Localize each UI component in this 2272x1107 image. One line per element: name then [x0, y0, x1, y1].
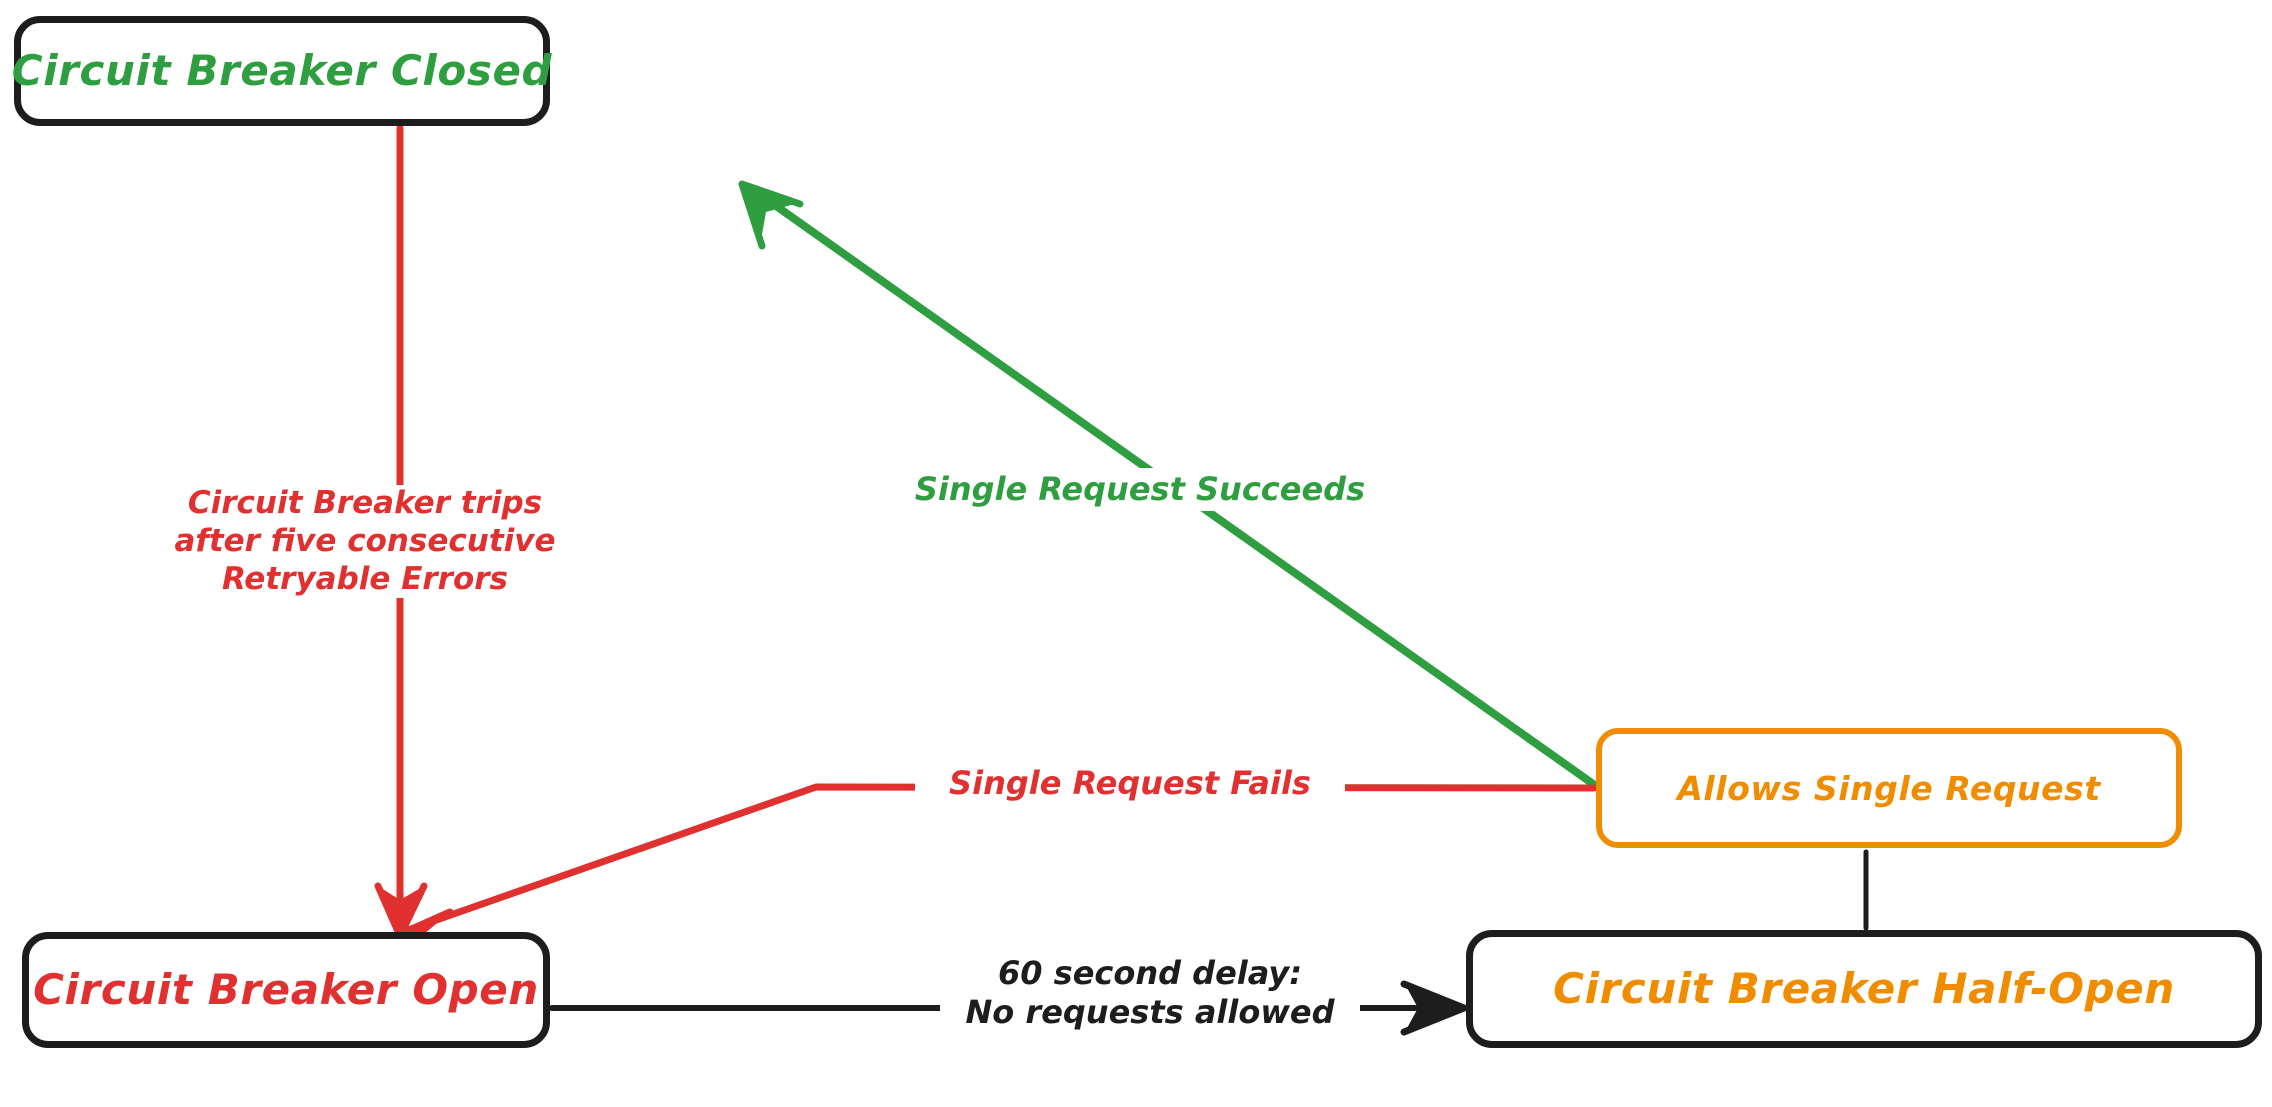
edge-allows-to-open	[392, 783, 1598, 966]
node-allows-single-request[interactable]: Allows Single Request	[1596, 728, 2182, 848]
node-circuit-breaker-half-open[interactable]: Circuit Breaker Half-Open	[1466, 930, 2262, 1048]
edge-closed-to-open	[374, 124, 428, 940]
node-circuit-breaker-closed[interactable]: Circuit Breaker Closed	[11, 16, 553, 126]
edge-open-to-half-open	[549, 980, 1468, 1036]
node-circuit-breaker-open[interactable]: Circuit Breaker Open	[22, 932, 550, 1048]
node-label-half-open: Circuit Breaker Half-Open	[1553, 964, 2175, 1013]
node-label-open: Circuit Breaker Open	[33, 965, 539, 1014]
edge-allows-to-closed	[738, 180, 1600, 790]
node-label-allows-single-request: Allows Single Request	[1677, 768, 2101, 808]
node-label-closed: Circuit Breaker Closed	[11, 46, 553, 95]
